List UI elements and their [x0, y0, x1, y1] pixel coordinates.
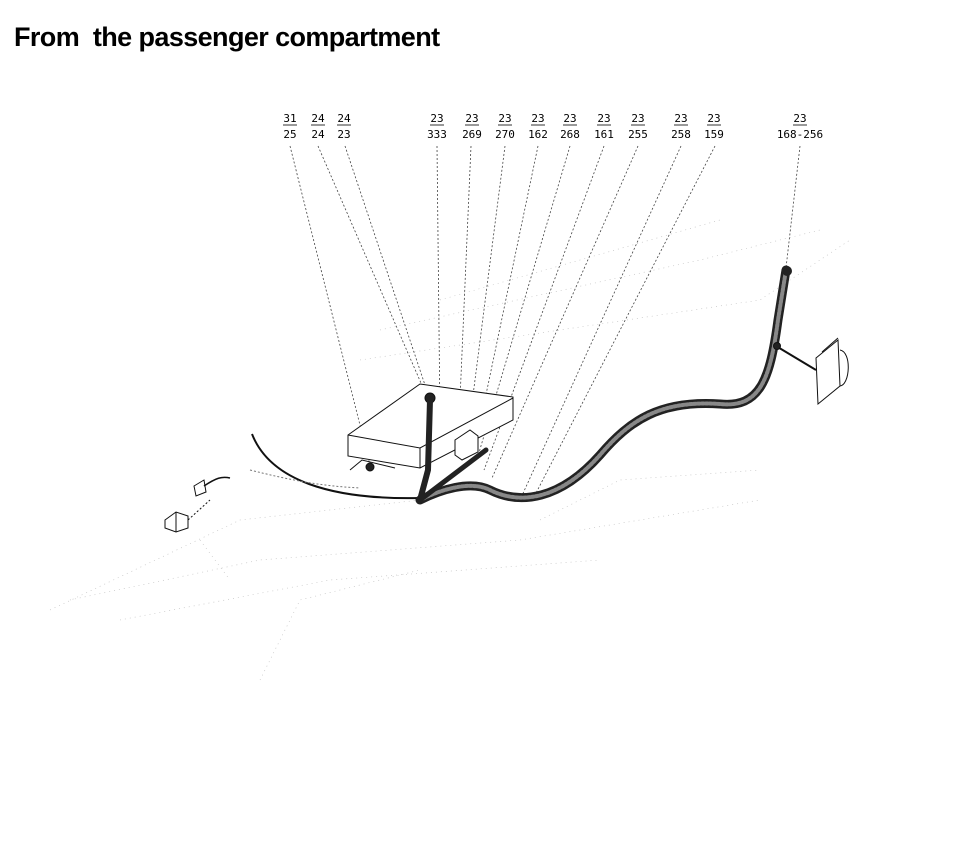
callout-top: 23 — [531, 112, 544, 125]
callout-top: 23 — [597, 112, 610, 125]
callout-c8: 23 268 — [560, 112, 580, 141]
callout-c13: 23 168-256 — [777, 112, 823, 141]
callout-bottom: 268 — [560, 128, 580, 141]
callout-top: 23 — [631, 112, 644, 125]
side-module — [773, 337, 849, 406]
callout-bottom: 25 — [283, 128, 296, 141]
callout-bottom: 24 — [311, 128, 325, 141]
callout-group: 31 25 24 24 24 23 23 333 23 269 23 270 — [283, 112, 823, 141]
callout-bottom: 333 — [427, 128, 447, 141]
callout-bottom: 255 — [628, 128, 648, 141]
callout-bottom: 23 — [337, 128, 350, 141]
callout-bottom: 269 — [462, 128, 482, 141]
callout-top: 23 — [793, 112, 806, 125]
callout-bottom: 258 — [671, 128, 691, 141]
main-harness — [415, 265, 792, 505]
callout-c7: 23 162 — [528, 112, 548, 141]
arc-cable-dotted — [249, 469, 361, 489]
callout-top: 31 — [283, 112, 296, 125]
background-stipple — [49, 219, 851, 681]
callout-top: 24 — [311, 112, 325, 125]
callout-top: 23 — [498, 112, 511, 125]
callout-c3: 24 23 — [337, 112, 351, 141]
callout-bottom: 162 — [528, 128, 548, 141]
callout-bottom: 159 — [704, 128, 724, 141]
callout-top: 23 — [430, 112, 443, 125]
callout-bottom: 270 — [495, 128, 515, 141]
callout-bottom: 161 — [594, 128, 614, 141]
callout-top: 23 — [563, 112, 576, 125]
callout-c10: 23 255 — [628, 112, 648, 141]
callout-c1: 31 25 — [283, 112, 297, 141]
callout-top: 23 — [707, 112, 720, 125]
callout-c9: 23 161 — [594, 112, 614, 141]
page-title: From the passenger compartment — [14, 22, 440, 52]
left-connectors — [164, 476, 231, 533]
callout-c11: 23 258 — [671, 112, 691, 141]
callout-c6: 23 270 — [495, 112, 515, 141]
callout-c5: 23 269 — [462, 112, 482, 141]
callout-top: 24 — [337, 112, 351, 125]
callout-top: 23 — [674, 112, 687, 125]
callout-c2: 24 24 — [311, 112, 325, 141]
callout-c4: 23 333 — [427, 112, 447, 141]
callout-top: 23 — [465, 112, 478, 125]
callout-c12: 23 159 — [704, 112, 724, 141]
arc-cable — [251, 433, 421, 500]
callout-bottom: 168-256 — [777, 128, 823, 141]
